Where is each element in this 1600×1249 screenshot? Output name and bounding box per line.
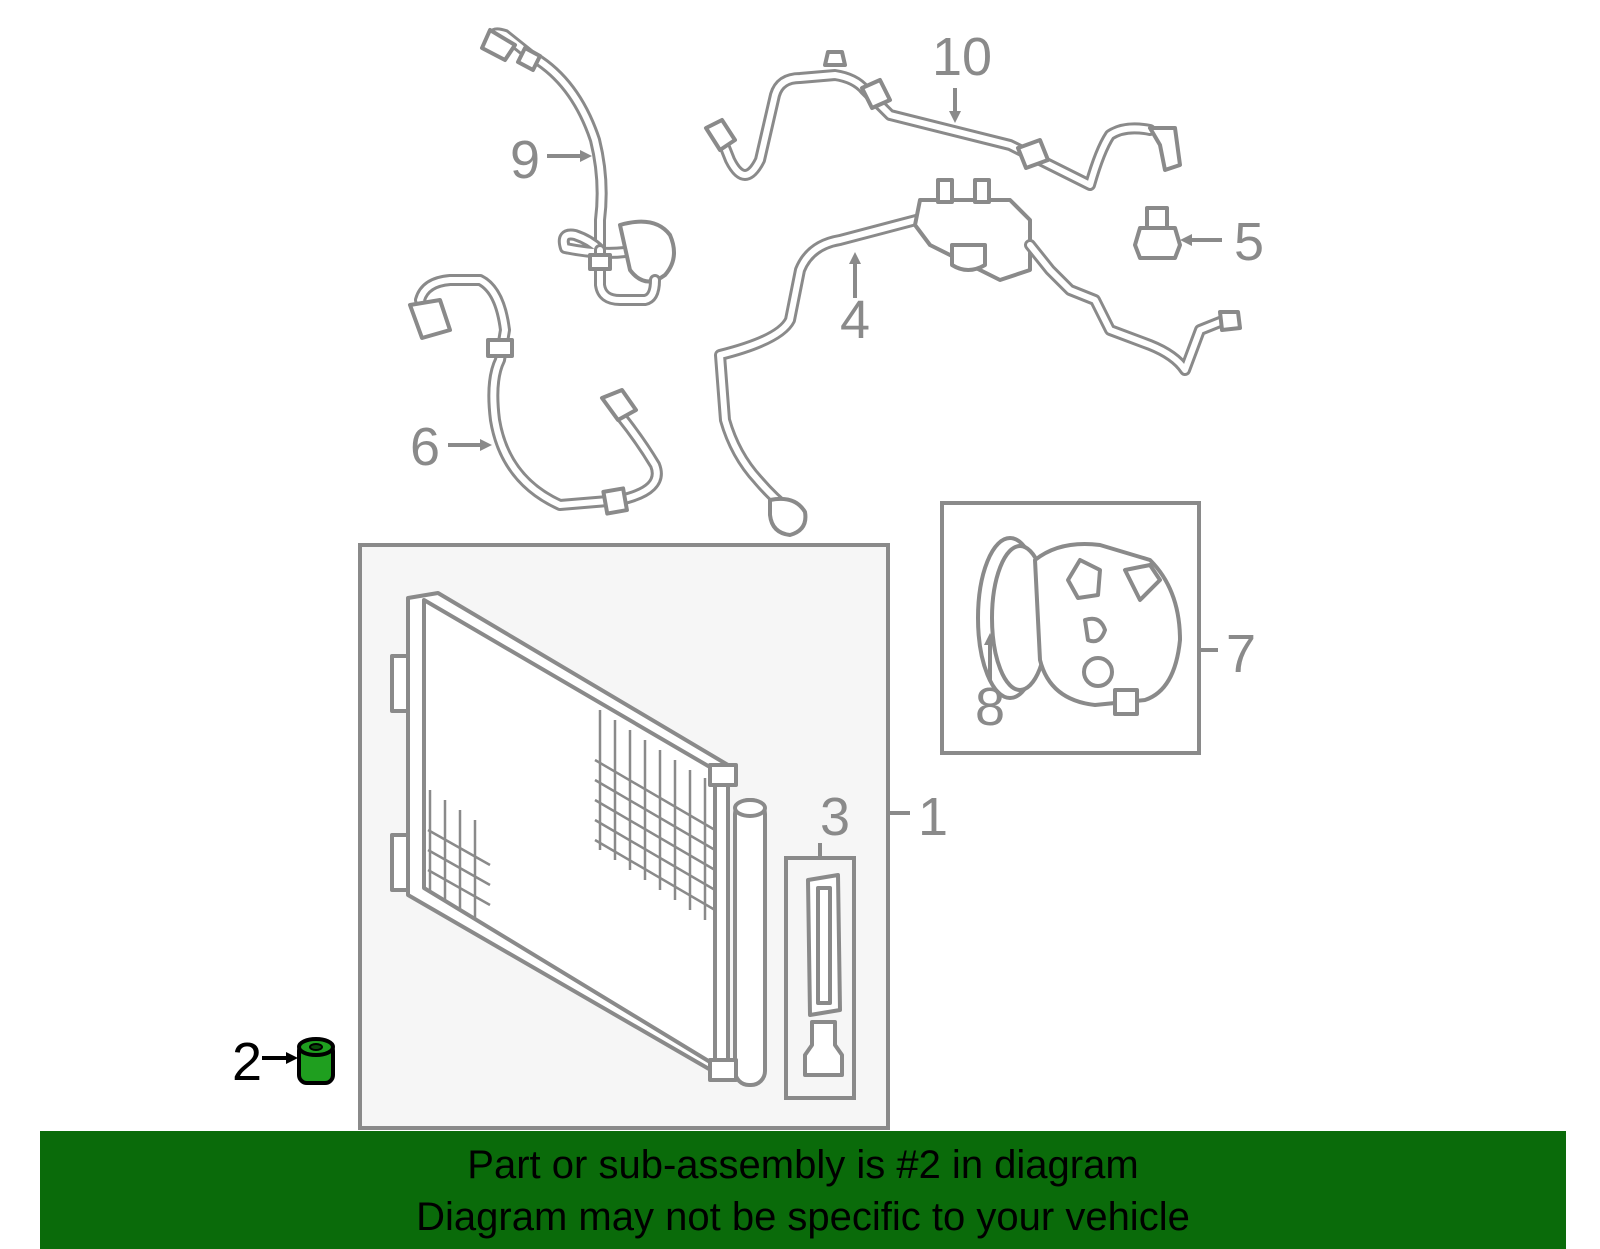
callout-6: 6: [410, 417, 440, 477]
leader-lines: [262, 88, 1222, 1064]
callout-3: 3: [820, 787, 850, 847]
bushing-2[interactable]: [297, 1037, 335, 1085]
compressor-7[interactable]: [940, 501, 1201, 755]
drier-kit-3[interactable]: [784, 856, 856, 1100]
callout-8: 8: [975, 677, 1005, 737]
info-banner: Part or sub-assembly is #2 in diagram Di…: [40, 1131, 1566, 1249]
callout-4: 4: [840, 290, 870, 350]
pipe-10[interactable]: [704, 50, 1182, 191]
callout-10: 10: [932, 27, 992, 87]
callout-1: 1: [918, 787, 948, 847]
hose-6[interactable]: [408, 274, 663, 516]
callout-2: 2: [232, 1032, 262, 1092]
callout-5: 5: [1234, 212, 1264, 272]
pressure-switch-5[interactable]: [1133, 206, 1182, 260]
pipe-4[interactable]: [714, 178, 1242, 537]
hose-9[interactable]: [480, 27, 676, 306]
condenser-assembly-1[interactable]: [358, 543, 890, 1130]
callout-9: 9: [510, 130, 540, 190]
banner-line-2: Diagram may not be specific to your vehi…: [416, 1195, 1190, 1239]
banner-line-1: Part or sub-assembly is #2 in diagram: [467, 1143, 1139, 1187]
callout-7: 7: [1226, 624, 1256, 684]
